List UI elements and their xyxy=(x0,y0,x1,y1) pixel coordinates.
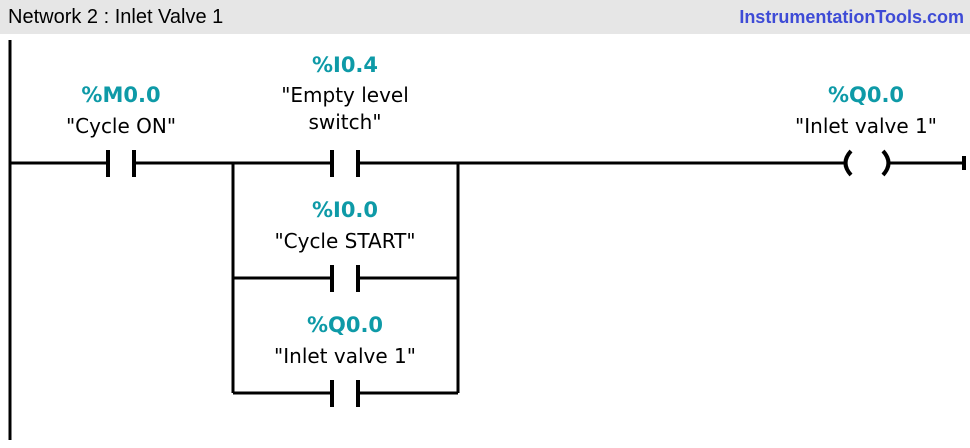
contact-i0-0-tag: "Cycle START" xyxy=(274,229,415,253)
coil-q0-0-right-arc xyxy=(881,149,891,177)
contact-m0-0-tag: "Cycle ON" xyxy=(66,114,176,138)
contact-i0-4[interactable]: %I0.4 "Empty level switch" xyxy=(281,53,409,177)
contact-q0-0[interactable]: %Q0.0 "Inlet valve 1" xyxy=(274,313,416,407)
contact-i0-4-address: %I0.4 xyxy=(312,53,378,77)
coil-q0-0-left-arc xyxy=(843,149,853,177)
contact-i0-0[interactable]: %I0.0 "Cycle START" xyxy=(274,198,416,292)
contact-i0-0-address: %I0.0 xyxy=(312,198,378,222)
contact-i0-4-tag-line1: "Empty level xyxy=(281,83,409,107)
contact-m0-0-address: %M0.0 xyxy=(81,83,160,107)
watermark-text: InstrumentationTools.com xyxy=(739,7,964,27)
contact-q0-0-address: %Q0.0 xyxy=(307,313,383,337)
network-header: Network 2 : Inlet Valve 1 Instrumentatio… xyxy=(0,0,970,34)
coil-q0-0[interactable]: %Q0.0 "Inlet valve 1" xyxy=(795,83,937,177)
contact-m0-0[interactable]: %M0.0 "Cycle ON" xyxy=(66,83,176,177)
contact-q0-0-tag: "Inlet valve 1" xyxy=(274,344,416,368)
coil-q0-0-tag: "Inlet valve 1" xyxy=(795,114,937,138)
contact-i0-4-tag-line2: switch" xyxy=(308,110,381,134)
network-title: Network 2 : Inlet Valve 1 xyxy=(8,6,224,28)
coil-q0-0-address: %Q0.0 xyxy=(828,83,904,107)
